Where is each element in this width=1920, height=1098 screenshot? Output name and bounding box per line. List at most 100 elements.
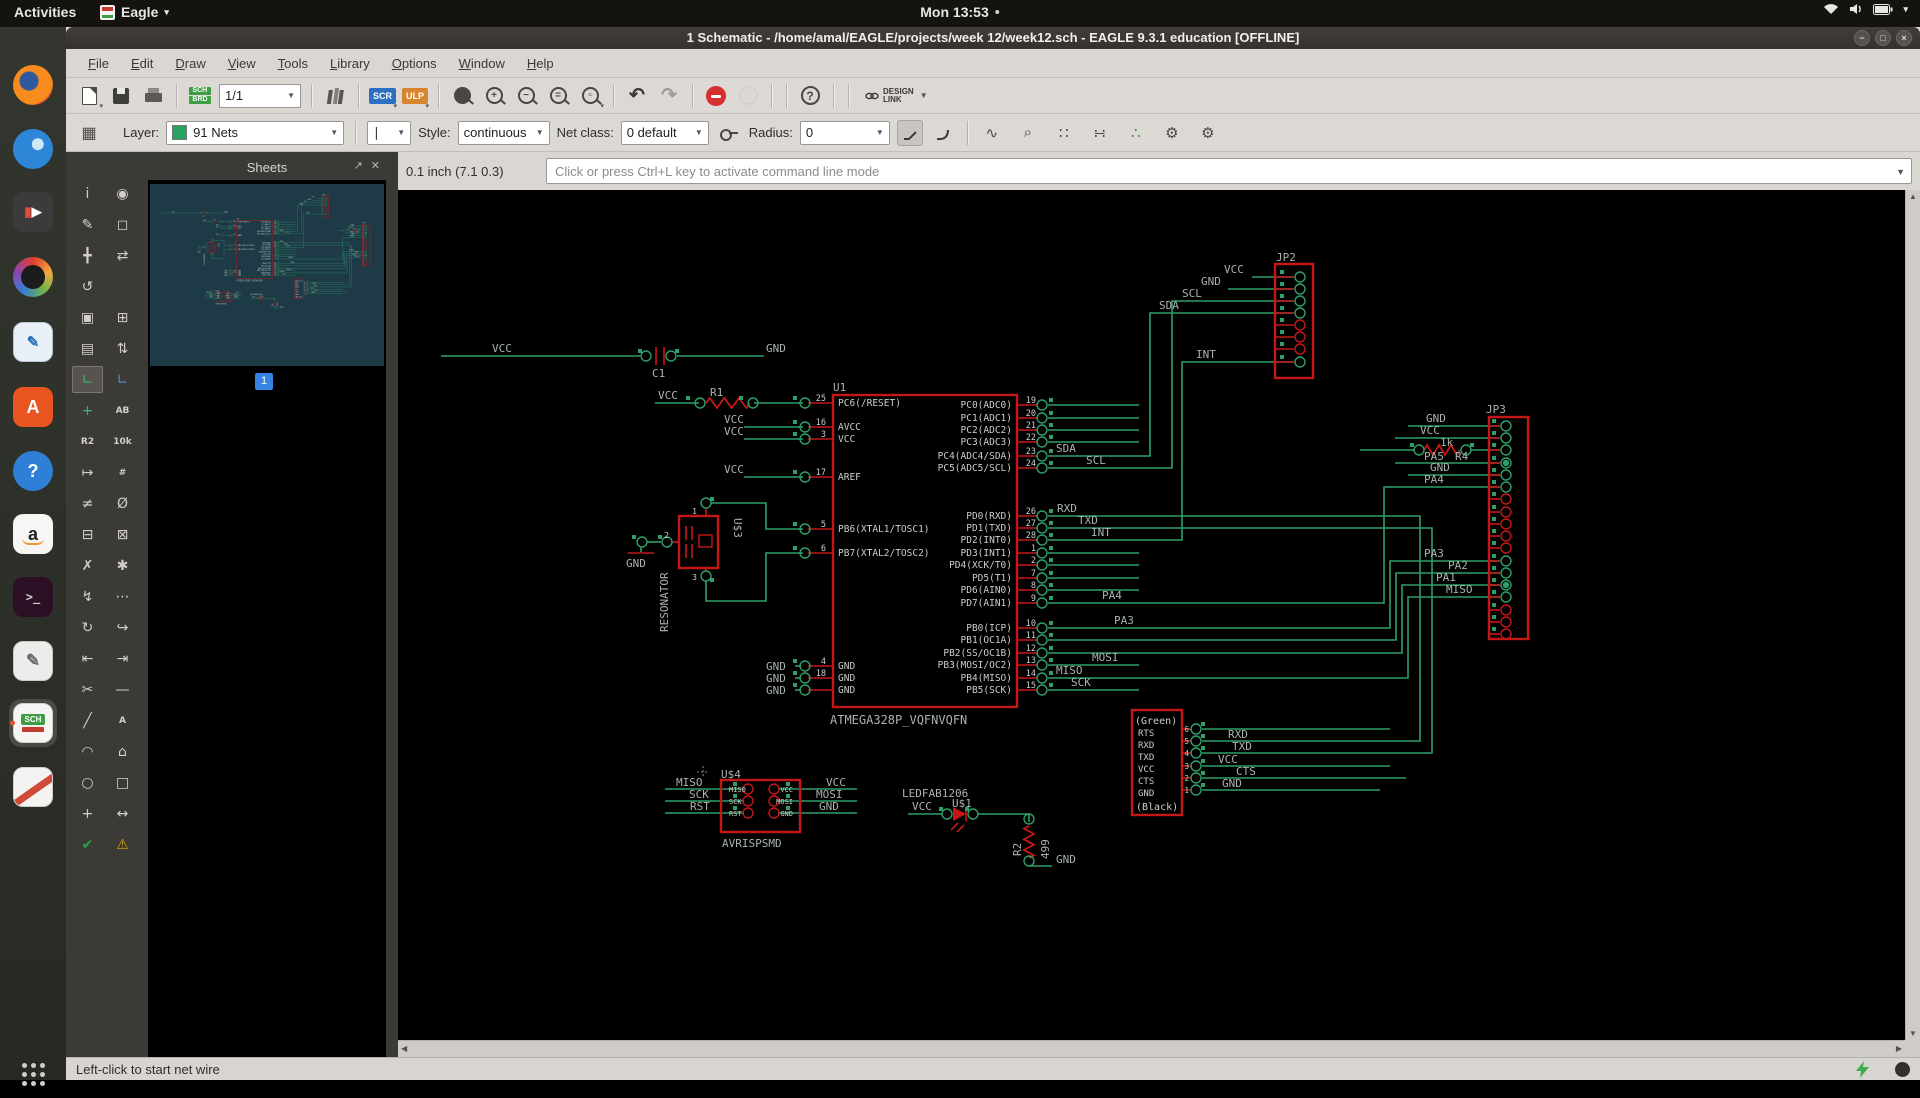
rotate-tool[interactable]: ↺ <box>81 278 94 295</box>
go-button[interactable] <box>735 83 761 109</box>
zoom-select-button[interactable]: = <box>545 83 571 109</box>
dimension-tool[interactable]: ↔ <box>116 805 129 822</box>
dock-item-ubuntu-software[interactable]: A <box>9 383 57 431</box>
open-new-button[interactable]: ▾ <box>76 83 103 110</box>
menu-item-file[interactable]: File <box>88 55 109 71</box>
dock-item-firefox[interactable] <box>9 61 57 109</box>
sch-net-wire[interactable] <box>278 202 325 235</box>
sch-net-wire[interactable] <box>1048 560 1500 629</box>
delete-tool[interactable]: ✗ <box>81 557 94 574</box>
status-globe-icon[interactable] <box>1895 1061 1910 1077</box>
dock-item-help[interactable]: ? <box>9 447 57 495</box>
dock-item-camera[interactable] <box>9 253 57 301</box>
clock[interactable]: Mon 13:53 <box>920 4 1000 20</box>
show-tool[interactable]: ◉ <box>116 185 129 202</box>
command-history-dropdown[interactable]: ▼ <box>1896 167 1905 177</box>
sch-net-wire[interactable] <box>278 257 365 274</box>
sch-net-wire[interactable] <box>978 813 1030 822</box>
menu-item-draw[interactable]: Draw <box>175 55 206 71</box>
zoom-in-button[interactable]: + <box>481 83 507 109</box>
app-menu[interactable]: Eagle ▾ <box>100 4 169 20</box>
grid-dots2-icon[interactable]: ∺ <box>1093 124 1107 142</box>
sheet-number-badge[interactable]: 1 <box>255 373 273 390</box>
sch-net-wire[interactable] <box>1048 312 1293 457</box>
optimize-tool[interactable]: ⋯ <box>115 588 130 605</box>
cut-tool[interactable]: ⊞ <box>116 309 129 326</box>
sch-net-wire[interactable] <box>278 242 350 285</box>
sch-net-wire[interactable] <box>278 251 365 264</box>
sch-net-wire[interactable] <box>278 204 325 232</box>
menu-item-tools[interactable]: Tools <box>277 55 309 71</box>
mirror-tool[interactable]: ⇄ <box>116 247 129 264</box>
rect-tool[interactable]: □ <box>115 774 130 791</box>
sch-net-wire[interactable] <box>212 249 232 259</box>
print-button[interactable] <box>140 83 166 109</box>
copy-tool[interactable]: ▤ <box>80 340 95 357</box>
menu-item-window[interactable]: Window <box>458 55 505 71</box>
mark-tool[interactable]: ◻ <box>116 216 129 233</box>
route-tool[interactable]: ↪ <box>116 619 129 636</box>
grid-button[interactable]: ▦ <box>76 120 102 146</box>
dock-item-libreoffice-writer[interactable]: ✎ <box>9 318 57 366</box>
miter-button[interactable] <box>716 120 742 146</box>
dock-item-terminal[interactable]: >_ <box>9 573 57 621</box>
maximize-button[interactable]: □ <box>1875 30 1891 46</box>
tools-tool[interactable]: ✱ <box>116 557 129 574</box>
circle-tool[interactable]: ○ <box>81 774 94 791</box>
display-tool[interactable]: ✎ <box>81 216 94 233</box>
scissors-tool[interactable]: ✂ <box>81 681 94 698</box>
net-tool[interactable]: ∟ <box>72 366 103 393</box>
sch-net-wire[interactable] <box>1048 572 1500 641</box>
sch-net-wire[interactable] <box>1048 486 1500 604</box>
library-button[interactable] <box>322 83 348 109</box>
junction-tool[interactable]: + <box>81 402 94 419</box>
mark-origin-tool[interactable]: + <box>81 805 94 822</box>
menu-item-help[interactable]: Help <box>526 55 554 71</box>
save-button[interactable] <box>108 83 134 109</box>
sheet-selector[interactable]: 1/1▼ <box>219 83 301 108</box>
group-tool[interactable]: ▣ <box>80 309 95 326</box>
split-tool[interactable]: ≠ <box>81 495 94 512</box>
redo-button[interactable]: ↷ <box>661 85 677 106</box>
dock-item-eagle-schematic[interactable]: SCH <box>9 699 57 747</box>
help-button[interactable]: ? <box>797 83 823 109</box>
zoom-redraw-button[interactable]: ▫▾ <box>577 83 604 110</box>
grid-dots-icon[interactable]: ∷ <box>1059 124 1069 142</box>
copy2-tool[interactable]: ⊟ <box>81 526 94 543</box>
erc-errors-tool[interactable]: ⚠ <box>116 836 129 853</box>
dash-tool[interactable]: — <box>115 681 130 698</box>
info-tool[interactable]: i <box>85 185 90 202</box>
sch-net-wire[interactable] <box>711 502 803 530</box>
close-button[interactable]: × <box>1896 30 1912 46</box>
window-title-bar[interactable]: 1 Schematic - /home/amal/EAGLE/projects/… <box>66 27 1920 49</box>
sch-net-wire[interactable] <box>278 244 352 288</box>
change-tool[interactable]: ⇅ <box>116 340 129 357</box>
dock-item-text-editor[interactable]: ✎ <box>9 637 57 685</box>
zoom-fit-button[interactable] <box>449 83 475 109</box>
paste-tool[interactable]: ⊠ <box>116 526 129 543</box>
node-tool-icon[interactable]: ∴ <box>1131 124 1141 142</box>
sch-net-wire[interactable] <box>1048 515 1421 742</box>
netclass-selector[interactable]: 0 default▼ <box>620 120 709 145</box>
detach-panel-icon[interactable]: ↗ <box>353 160 363 172</box>
layer-selector[interactable]: 91 Nets▼ <box>166 120 345 145</box>
vertical-scrollbar[interactable]: ▲▼ <box>1905 190 1920 1040</box>
value-tool[interactable]: 10k <box>113 436 132 447</box>
dock-item-app-grid[interactable] <box>9 1050 57 1098</box>
zoom-out-button[interactable]: − <box>513 83 539 109</box>
sheets-panel-header[interactable]: Sheets ↗ ✕ <box>148 155 386 180</box>
sch-net-wire[interactable] <box>213 240 232 246</box>
bend-curve-button[interactable] <box>930 120 956 146</box>
pin-tool[interactable]: ↦ <box>81 464 94 481</box>
dock-item-draw[interactable] <box>9 763 57 811</box>
name-tool[interactable]: R2 <box>80 436 95 447</box>
menu-item-library[interactable]: Library <box>330 55 370 71</box>
bus-tool[interactable]: ∟ <box>116 371 129 388</box>
move-tool[interactable]: ╋ <box>83 247 92 264</box>
undo-button[interactable]: ↶ <box>629 85 645 106</box>
menu-item-edit[interactable]: Edit <box>130 55 154 71</box>
dock-item-thunderbird[interactable] <box>9 125 57 173</box>
sch-net-wire[interactable] <box>278 237 365 260</box>
